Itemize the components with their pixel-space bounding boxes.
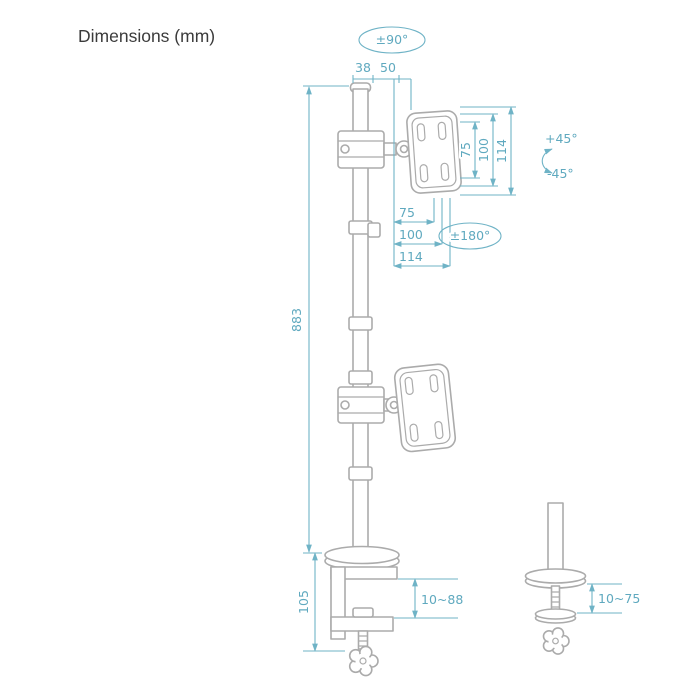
dim-height-883: 883 [287, 85, 349, 554]
grommet-mount [524, 502, 587, 655]
clamp-height-label: 105 [296, 590, 311, 614]
dim-clamp-range: 10~88 [394, 578, 465, 619]
dia-38-label: 38 [355, 60, 371, 75]
vesa-slot [440, 162, 450, 181]
upper-vesa-plate [406, 110, 462, 194]
clamp-knob [348, 645, 379, 677]
grommet-washer [534, 608, 577, 620]
pivot-bolt [399, 144, 409, 154]
vesa-slot [429, 374, 439, 393]
base-disc [324, 545, 400, 565]
pole-collar [348, 316, 373, 331]
grommet-disc [524, 568, 587, 584]
vesa-slot [409, 423, 419, 442]
vesa-plate-outer [406, 110, 462, 194]
dim-vesa-vertical: 75 100 114 [456, 106, 516, 196]
grommet-rod [550, 585, 561, 613]
rotation-top-label: ±90° [376, 32, 409, 47]
dim-rotation-top: ±90° [358, 26, 426, 54]
pivot-bolt [389, 400, 399, 410]
clamp-pad [352, 607, 374, 618]
grommet-pole [547, 502, 564, 574]
knob-hub [359, 657, 367, 665]
rotation-ellipse [438, 222, 502, 250]
rotation-ellipse [358, 26, 426, 54]
dim-grommet-range: 10~75 [577, 583, 642, 614]
vesa-slot [404, 376, 414, 396]
knob-center [548, 634, 563, 648]
tilt-plus-label: +45° [545, 131, 578, 146]
vesa-h-100-label: 100 [399, 227, 423, 242]
knob-center [355, 653, 371, 669]
vesa-v-75-label: 75 [458, 142, 473, 158]
vesa-v-114-label: 114 [494, 139, 509, 163]
tilt-arc [541, 148, 553, 174]
lower-vesa-plate [393, 363, 457, 453]
vesa-v-100-label: 100 [476, 138, 491, 162]
rotation-mid-label: ±180° [450, 228, 491, 243]
pole-collar [348, 466, 373, 481]
dim-clamp-height-105: 105 [294, 552, 345, 652]
vesa-slot [419, 164, 429, 183]
tilt-minus-label: -45° [547, 166, 574, 181]
pole [348, 82, 381, 554]
bracket-bolt [340, 144, 350, 154]
cable-clip [367, 222, 381, 238]
vesa-h-114-label: 114 [399, 249, 423, 264]
upper-monitor-clamp [337, 130, 413, 169]
pole-collar [348, 370, 373, 385]
dia-50-label: 50 [380, 60, 396, 75]
bracket-bolt [340, 400, 350, 410]
dim-rotation-mid: ±180° [438, 222, 502, 250]
page-title: Dimensions (mm) [78, 26, 215, 46]
clamp-range-label: 10~88 [421, 592, 463, 607]
dim-vesa-horizontal: 75 100 114 [393, 198, 451, 269]
vesa-h-75-label: 75 [399, 205, 415, 220]
vesa-plate-inner [411, 115, 457, 189]
vesa-slot [416, 123, 426, 142]
lower-monitor-clamp [337, 386, 403, 424]
vesa-slot [434, 420, 444, 440]
vesa-slot [437, 121, 447, 140]
grommet-range-label: 10~75 [598, 591, 640, 606]
desk-clamp [324, 545, 400, 677]
pole-height-label: 883 [289, 308, 304, 332]
vesa-plate-inner [399, 368, 451, 447]
knob-hub [552, 637, 559, 645]
grommet-knob [542, 627, 570, 655]
clamp-bottom-arm [330, 616, 394, 632]
dim-tilt: +45° -45° [541, 131, 578, 181]
dim-pole-top: 38 50 [352, 58, 412, 266]
